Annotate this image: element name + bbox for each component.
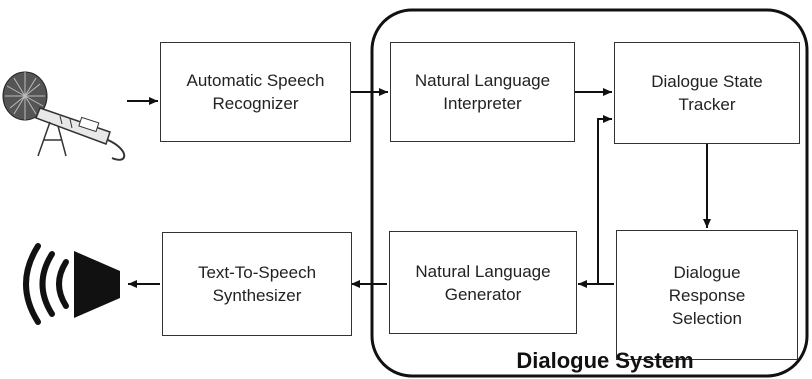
arrow-feedback-to-dst bbox=[590, 115, 612, 285]
node-natural-language-interpreter: Natural Language Interpreter bbox=[390, 42, 575, 142]
node-dialogue-state-tracker: Dialogue State Tracker bbox=[614, 42, 800, 144]
node-automatic-speech-recognizer: Automatic Speech Recognizer bbox=[160, 42, 351, 142]
dialogue-system-boundary bbox=[370, 8, 809, 378]
node-natural-language-generator: Natural Language Generator bbox=[389, 231, 577, 334]
speaker-icon bbox=[23, 243, 120, 325]
dialogue-system-label: Dialogue System bbox=[516, 348, 694, 373]
node-text-to-speech-synthesizer: Text-To-Speech Synthesizer bbox=[162, 232, 352, 336]
node-dialogue-response-selection: Dialogue Response Selection bbox=[616, 230, 798, 360]
microphone-icon bbox=[2, 71, 126, 161]
